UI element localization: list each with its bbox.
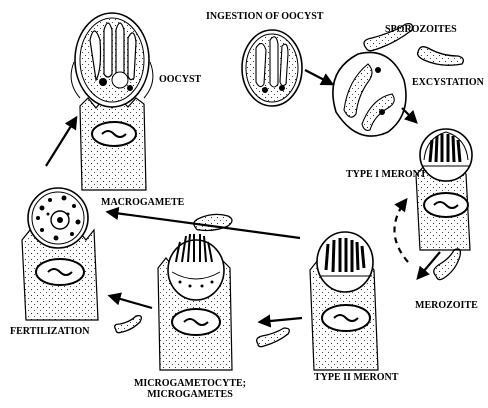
label-sporozoites: SPOROZOITES (385, 24, 457, 35)
arrow-type2-to-microgametocyte (260, 318, 302, 322)
label-fertilization: FERTILIZATION (10, 326, 89, 337)
label-microgametocyte: MICROGAMETOCYTE; MICROGAMETES (120, 378, 260, 400)
ingested-oocyst (242, 30, 302, 106)
arrow-excystation-to-type1 (402, 108, 416, 122)
label-oocyst: OOCYST (159, 74, 201, 85)
excysting-oocyst (333, 52, 406, 136)
merozoite-small (257, 328, 290, 347)
label-ingestion-of-oocyst: INGESTION OF OOCYST (206, 11, 323, 22)
microgametocyte-cell (158, 234, 232, 370)
label-type1-meront: TYPE I MERONT (346, 169, 427, 180)
label-microgametocyte-line1: MICROGAMETOCYTE; (120, 378, 260, 389)
arrow-ingestion-to-excystation (305, 70, 332, 84)
oocyst-host-cell (80, 98, 146, 190)
label-type2-meront: TYPE II MERONT (314, 372, 398, 383)
arrow-dashed-recycle (394, 200, 408, 262)
microgamete (115, 316, 142, 333)
label-merozoite: MEROZOITE (415, 300, 478, 311)
arrow-microgametocyte-to-fertilization (110, 296, 152, 308)
label-microgametes-line2: MICROGAMETES (120, 389, 260, 400)
macrogamete-cell (22, 188, 98, 320)
arrow-fertilization-to-oocyst (46, 118, 76, 166)
oocyst-top-left (71, 13, 153, 107)
type2-meront-cell (310, 232, 378, 370)
label-excystation: EXCYSTATION (412, 77, 484, 88)
type1-meront-cell (416, 129, 472, 250)
sporozoite-right (418, 47, 464, 66)
label-macrogamete: MACROGAMETE (101, 197, 184, 208)
